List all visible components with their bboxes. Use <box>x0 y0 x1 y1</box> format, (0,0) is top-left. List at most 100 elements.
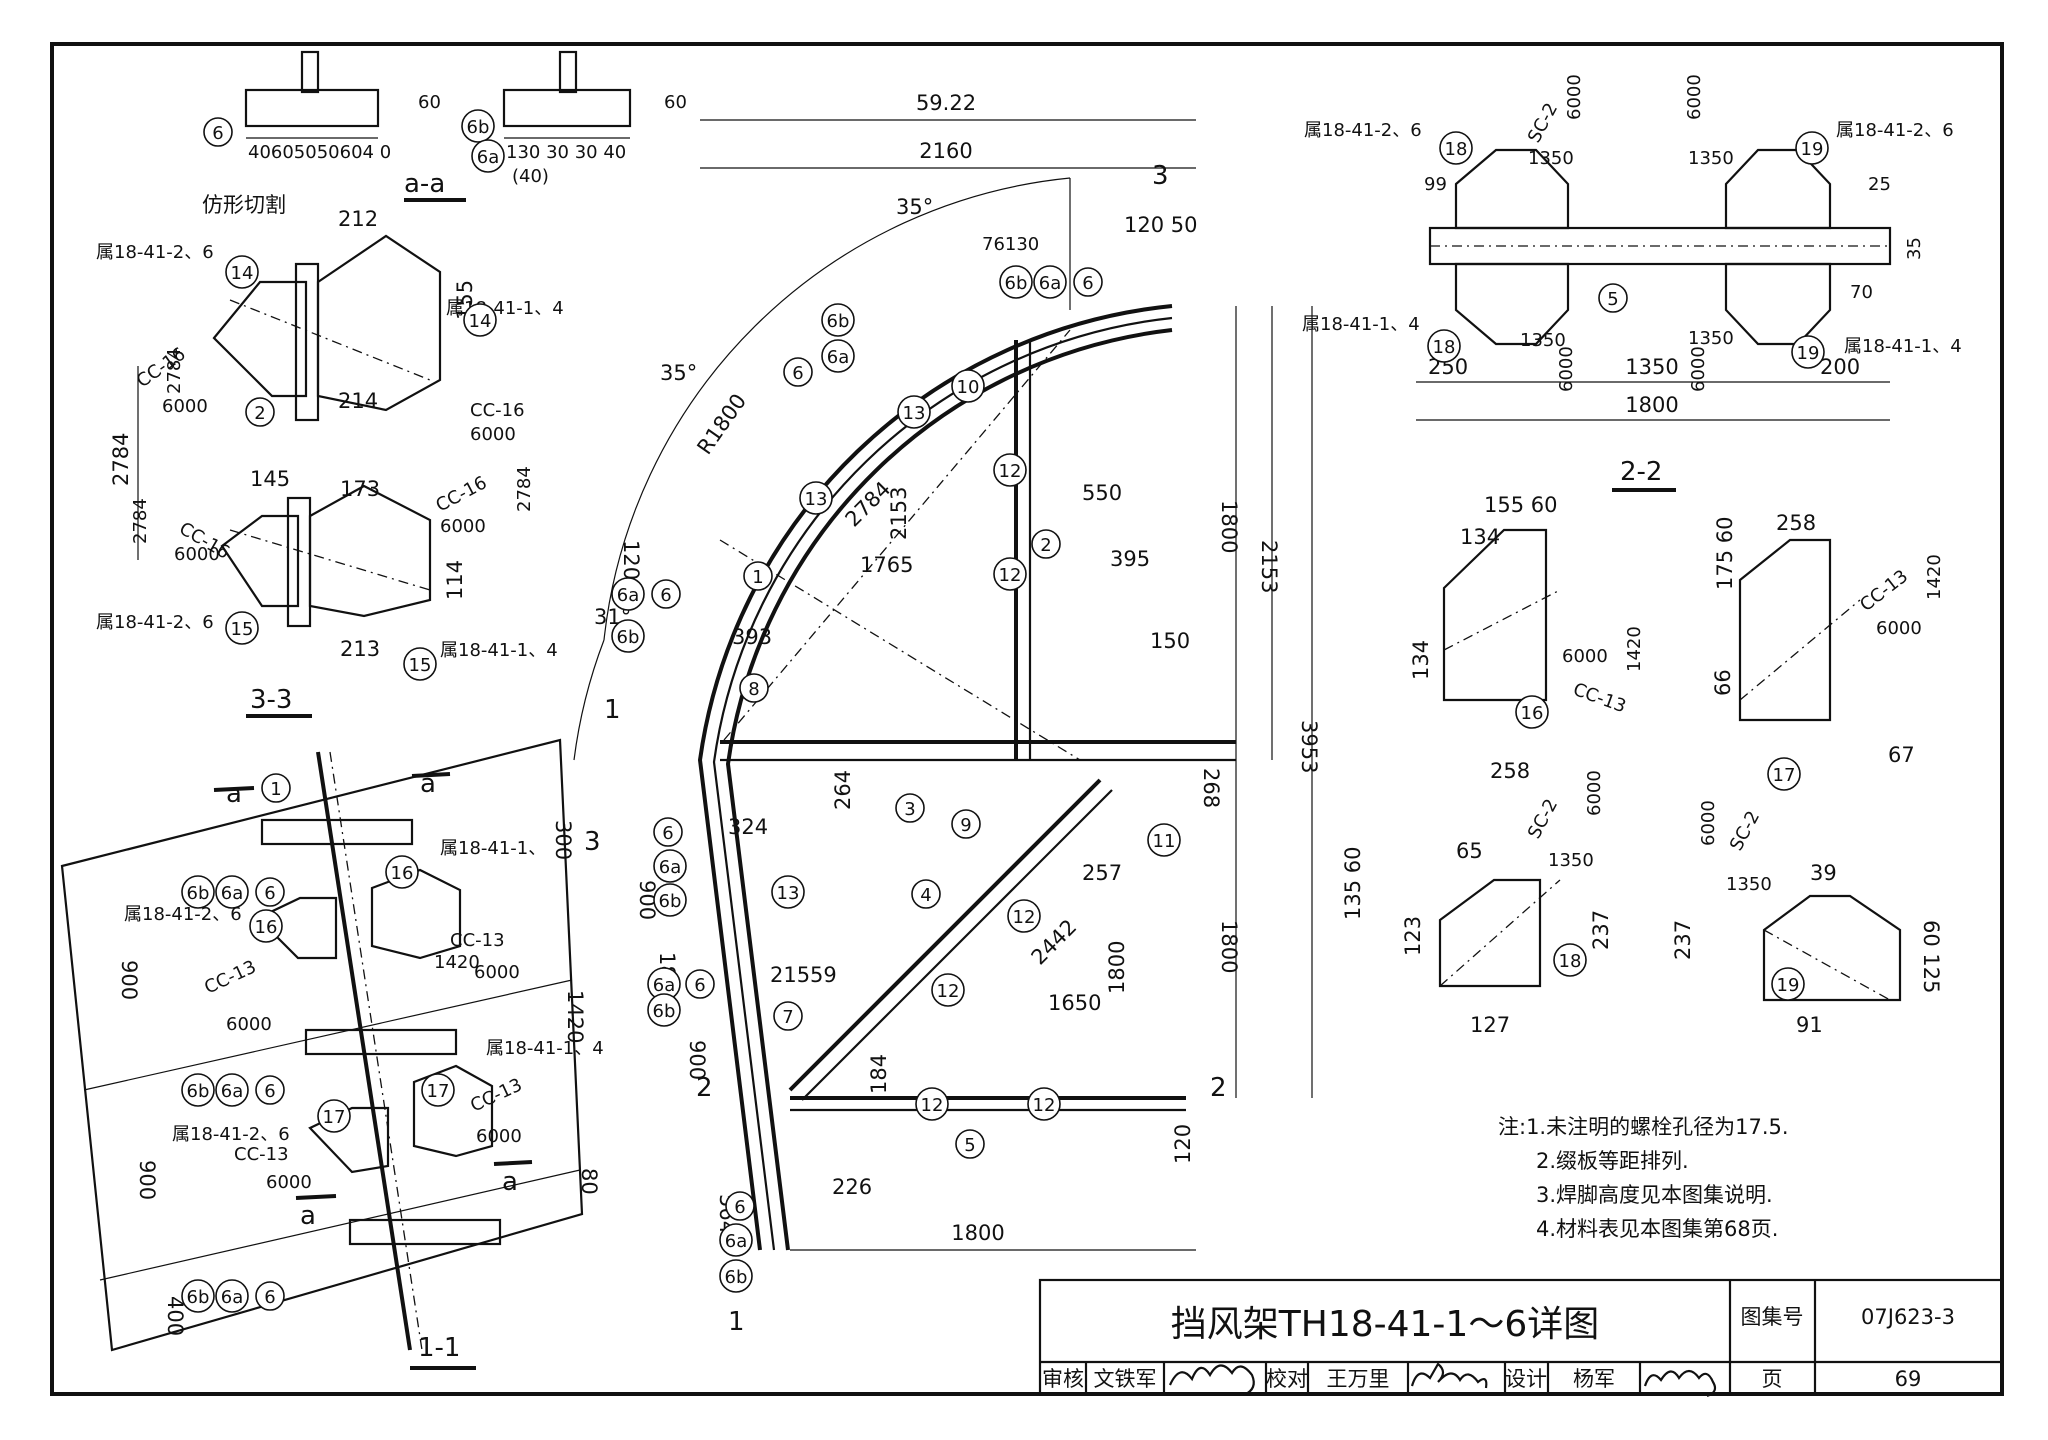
part-bubble: 12 <box>993 453 1027 487</box>
svg-text:6000: 6000 <box>474 962 520 983</box>
svg-text:CC-13: CC-13 <box>467 1074 525 1116</box>
part-bubble: 15 <box>403 647 437 681</box>
svg-text:99: 99 <box>1424 174 1447 195</box>
part-bubble: 16 <box>1515 695 1549 729</box>
part-bubble-label: 5 <box>1607 289 1618 310</box>
review-label: 审核 <box>1042 1367 1084 1391</box>
svg-text:6000: 6000 <box>470 424 516 445</box>
part-bubble: 13 <box>897 395 931 429</box>
svg-text:6000: 6000 <box>1698 800 1719 846</box>
drawing-title: 挡风架TH18-41-1～6详图 <box>1171 1304 1599 1345</box>
part-bubble-label: 6b <box>187 1287 210 1308</box>
part-bubble-label: 6b <box>187 883 210 904</box>
part-bubble-label: 6a <box>477 147 499 168</box>
part-bubble-label: 6 <box>264 883 275 904</box>
part-bubble: 6a <box>653 849 687 883</box>
svg-text:145: 145 <box>250 467 290 491</box>
part-bubble-label: 6a <box>221 1287 243 1308</box>
title-block: 挡风架TH18-41-1～6详图 图集号 07J623-3 审核 文铁军 校对 … <box>1038 1278 2004 1398</box>
part-bubble-label: 6a <box>653 975 675 996</box>
part-bubble: 6b <box>999 265 1033 299</box>
svg-text:135 60: 135 60 <box>1341 847 1365 920</box>
check-label: 校对 <box>1266 1367 1308 1391</box>
part-bubble: 19 <box>1791 335 1825 369</box>
part-bubble-label: 13 <box>777 883 800 904</box>
part-bubble: 6a <box>719 1223 753 1257</box>
svg-text:1350: 1350 <box>1688 148 1734 169</box>
svg-text:CC-16: CC-16 <box>432 472 490 516</box>
part-bubble-label: 18 <box>1445 139 1468 160</box>
svg-text:70: 70 <box>1850 282 1873 303</box>
part-bubble-label: 14 <box>469 311 492 332</box>
svg-text:175 60: 175 60 <box>1713 517 1737 590</box>
label-profile-cut: 仿形切割 <box>202 193 286 217</box>
gusset-plate-19: 39 237 60 125 91 SC-2 1350 6000 <box>1671 800 1943 1037</box>
part-bubble: 6b <box>653 883 687 917</box>
dim-2-2-1800: 1800 <box>1625 393 1678 417</box>
svg-text:a: a <box>300 1201 316 1231</box>
section-title-3-3: 3-3 <box>250 685 292 715</box>
svg-text:1800: 1800 <box>1217 920 1241 973</box>
part-bubble: 6 <box>1073 267 1103 297</box>
svg-text:属18-41-2、6: 属18-41-2、6 <box>1836 120 1954 141</box>
svg-text:268: 268 <box>1199 768 1223 808</box>
part-bubble: 14 <box>225 255 259 289</box>
svg-text:属18-41-1、: 属18-41-1、 <box>440 838 546 859</box>
svg-text:6000: 6000 <box>1876 618 1922 639</box>
svg-text:2784: 2784 <box>109 433 133 486</box>
part-bubble-label: 13 <box>805 489 828 510</box>
checker-name: 王万里 <box>1327 1367 1390 1391</box>
atlas-no-label: 图集号 <box>1741 1305 1804 1329</box>
part-bubble-label: 17 <box>323 1107 346 1128</box>
svg-text:6000: 6000 <box>226 1014 272 1035</box>
svg-text:2784: 2784 <box>514 466 535 512</box>
svg-text:2: 2 <box>1210 1073 1227 1103</box>
note-3: 3.焊脚高度见本图集说明. <box>1536 1183 1773 1207</box>
sheet-border <box>50 42 2004 1396</box>
svg-text:6000: 6000 <box>1556 346 1577 392</box>
reviewer-name: 文铁军 <box>1094 1367 1157 1391</box>
part-bubble: 6b <box>181 1073 215 1107</box>
member-1-arc <box>697 304 1173 1251</box>
svg-text:a: a <box>226 779 242 809</box>
title-block-frame <box>1038 1278 2004 1396</box>
part-bubble-label: 1 <box>270 779 281 800</box>
part-bubble: 6 <box>653 817 683 847</box>
gusset-plate-16: 155 60 134 134 258 6000 CC-13 1420 <box>1409 493 1645 783</box>
svg-text:35: 35 <box>1904 237 1925 260</box>
svg-text:60: 60 <box>418 92 441 113</box>
part-bubble: 6b <box>719 1259 753 1293</box>
main-elevation: 59.22 2160 35° 35° 31° R1800 1800 2153 3… <box>573 91 1420 1337</box>
part-bubble: 6a <box>215 1279 249 1313</box>
part-bubble: 19 <box>1771 967 1805 1001</box>
part-bubble-label: 18 <box>1433 337 1456 358</box>
section-1-1: a a a a 属18-41-1、 属18-41-2、6 属18-41-1、4 … <box>60 738 604 1370</box>
svg-text:CC-13: CC-13 <box>450 930 505 951</box>
part-bubble: 6 <box>725 1191 755 1221</box>
svg-text:2784: 2784 <box>164 348 185 394</box>
svg-text:SC-2: SC-2 <box>1726 807 1764 854</box>
part-bubble: 6a <box>1033 265 1067 299</box>
svg-text:1350: 1350 <box>1548 850 1594 871</box>
part-bubble: 2 <box>245 397 275 427</box>
svg-text:35°: 35° <box>896 195 933 219</box>
part-bubble-label: 18 <box>1559 951 1582 972</box>
svg-text:258: 258 <box>1490 759 1530 783</box>
svg-text:1350: 1350 <box>1528 148 1574 169</box>
part-bubble: 1 <box>743 561 773 591</box>
part-bubble: 4 <box>911 879 941 909</box>
reviewer-signature <box>1168 1364 1255 1397</box>
svg-text:1350: 1350 <box>1520 330 1566 351</box>
page-no: 69 <box>1895 1367 1922 1391</box>
svg-text:CC-16: CC-16 <box>470 400 525 421</box>
svg-text:1800: 1800 <box>1105 941 1129 994</box>
part-bubble-label: 6b <box>659 891 682 912</box>
part-bubble-label: 5 <box>964 1135 975 1156</box>
svg-text:258: 258 <box>1776 511 1816 535</box>
part-bubble-label: 9 <box>960 815 971 836</box>
part-bubble-label: 6 <box>792 363 803 384</box>
part-bubble: 16 <box>249 909 283 943</box>
part-bubble: 6 <box>255 877 285 907</box>
